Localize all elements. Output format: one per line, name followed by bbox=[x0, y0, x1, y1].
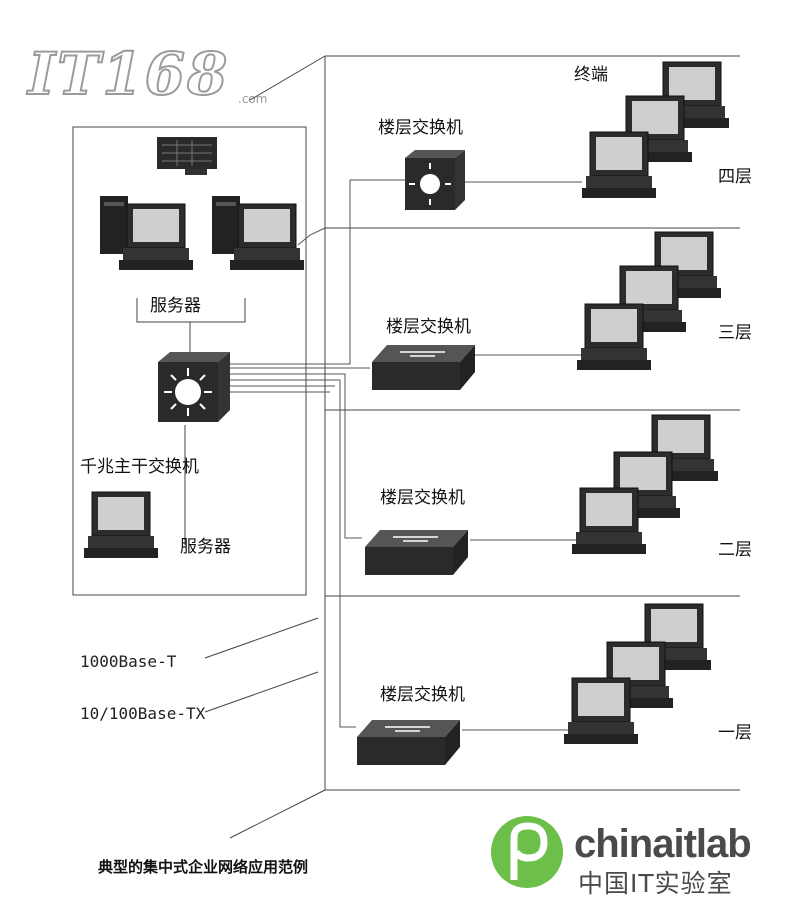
chinaitlab-logo-mark bbox=[491, 816, 563, 888]
diagram-caption: 典型的集中式企业网络应用范例 bbox=[98, 858, 309, 876]
floor3-label: 三层 bbox=[718, 323, 752, 343]
uplink-cables bbox=[230, 179, 405, 728]
floor3-terminals bbox=[576, 231, 722, 371]
floor-planes bbox=[229, 55, 740, 839]
floor2-terminals bbox=[571, 414, 719, 555]
floor3-switch-label: 楼层交换机 bbox=[386, 317, 471, 337]
chinaitlab-logo-text: chinaitlab bbox=[574, 822, 752, 866]
it168-watermark: IT168 bbox=[27, 39, 230, 109]
floor1-terminals bbox=[563, 603, 712, 745]
server-room-box bbox=[72, 126, 307, 596]
it168-domain: .com bbox=[238, 92, 268, 106]
terminal-label: 终端 bbox=[574, 65, 608, 85]
floor4-switch-label: 楼层交换机 bbox=[378, 118, 463, 138]
server-top-label: 服务器 bbox=[150, 296, 201, 316]
legend-gigabit: 1000Base-T bbox=[80, 652, 177, 671]
floor1-switch-label: 楼层交换机 bbox=[380, 685, 465, 705]
server-bottom-label: 服务器 bbox=[180, 537, 231, 557]
chinaitlab-logo-subtitle: 中国IT实验室 bbox=[578, 869, 733, 898]
server-3 bbox=[83, 491, 159, 559]
floor2-switch-label: 楼层交换机 bbox=[380, 488, 465, 508]
legend-fast: 10/100Base-TX bbox=[80, 704, 206, 723]
core-switch bbox=[158, 352, 230, 422]
core-switch-label: 千兆主干交换机 bbox=[80, 457, 199, 477]
floor3-switch bbox=[372, 345, 475, 390]
server-2 bbox=[212, 196, 305, 271]
floor1-label: 一层 bbox=[718, 723, 752, 743]
floor4-label: 四层 bbox=[718, 167, 752, 187]
server-1 bbox=[100, 196, 194, 271]
floor2-label: 二层 bbox=[718, 540, 752, 560]
floor2-switch bbox=[365, 530, 468, 575]
rack-device bbox=[157, 137, 217, 175]
floor1-switch bbox=[357, 720, 460, 765]
floor4-switch bbox=[405, 150, 465, 210]
